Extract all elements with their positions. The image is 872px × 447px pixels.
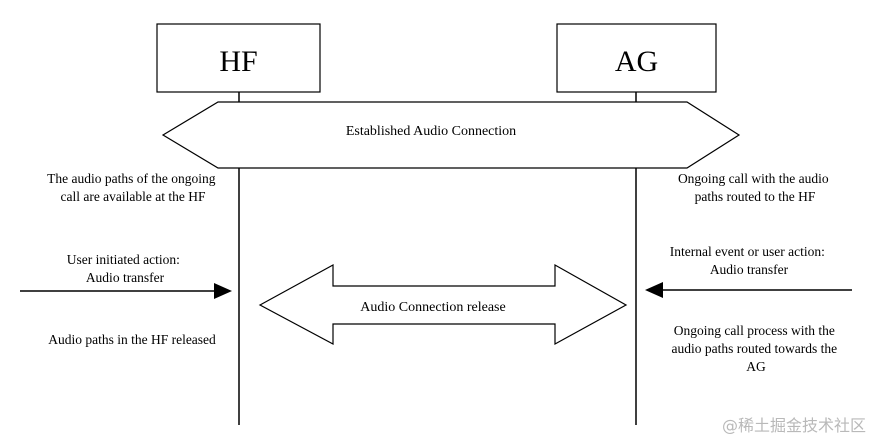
note-left-released: Audio paths in the HF released <box>48 332 216 347</box>
note-right-ongoing-process: Ongoing call process with the audio path… <box>671 323 840 374</box>
note-left-user-action: User initiated action: Audio transfer <box>67 252 184 285</box>
note-left-audio-paths: The audio paths of the ongoing call are … <box>47 171 219 204</box>
established-connection-band <box>161 101 741 169</box>
right-action-arrowhead <box>645 282 663 298</box>
release-label: Audio Connection release <box>360 300 505 315</box>
ag-entity-label: AG <box>615 45 658 78</box>
left-action-arrowhead <box>214 283 232 299</box>
ag-entity-box <box>556 23 717 93</box>
hf-entity-label: HF <box>219 45 257 78</box>
note-right-internal-event: Internal event or user action: Audio tra… <box>670 244 829 277</box>
watermark-text: @稀土掘金技术社区 <box>722 416 866 435</box>
release-double-arrow <box>258 263 628 346</box>
hf-entity-box <box>156 23 321 93</box>
note-right-ongoing-call: Ongoing call with the audio paths routed… <box>678 171 832 204</box>
established-connection-label: Established Audio Connection <box>346 124 516 139</box>
